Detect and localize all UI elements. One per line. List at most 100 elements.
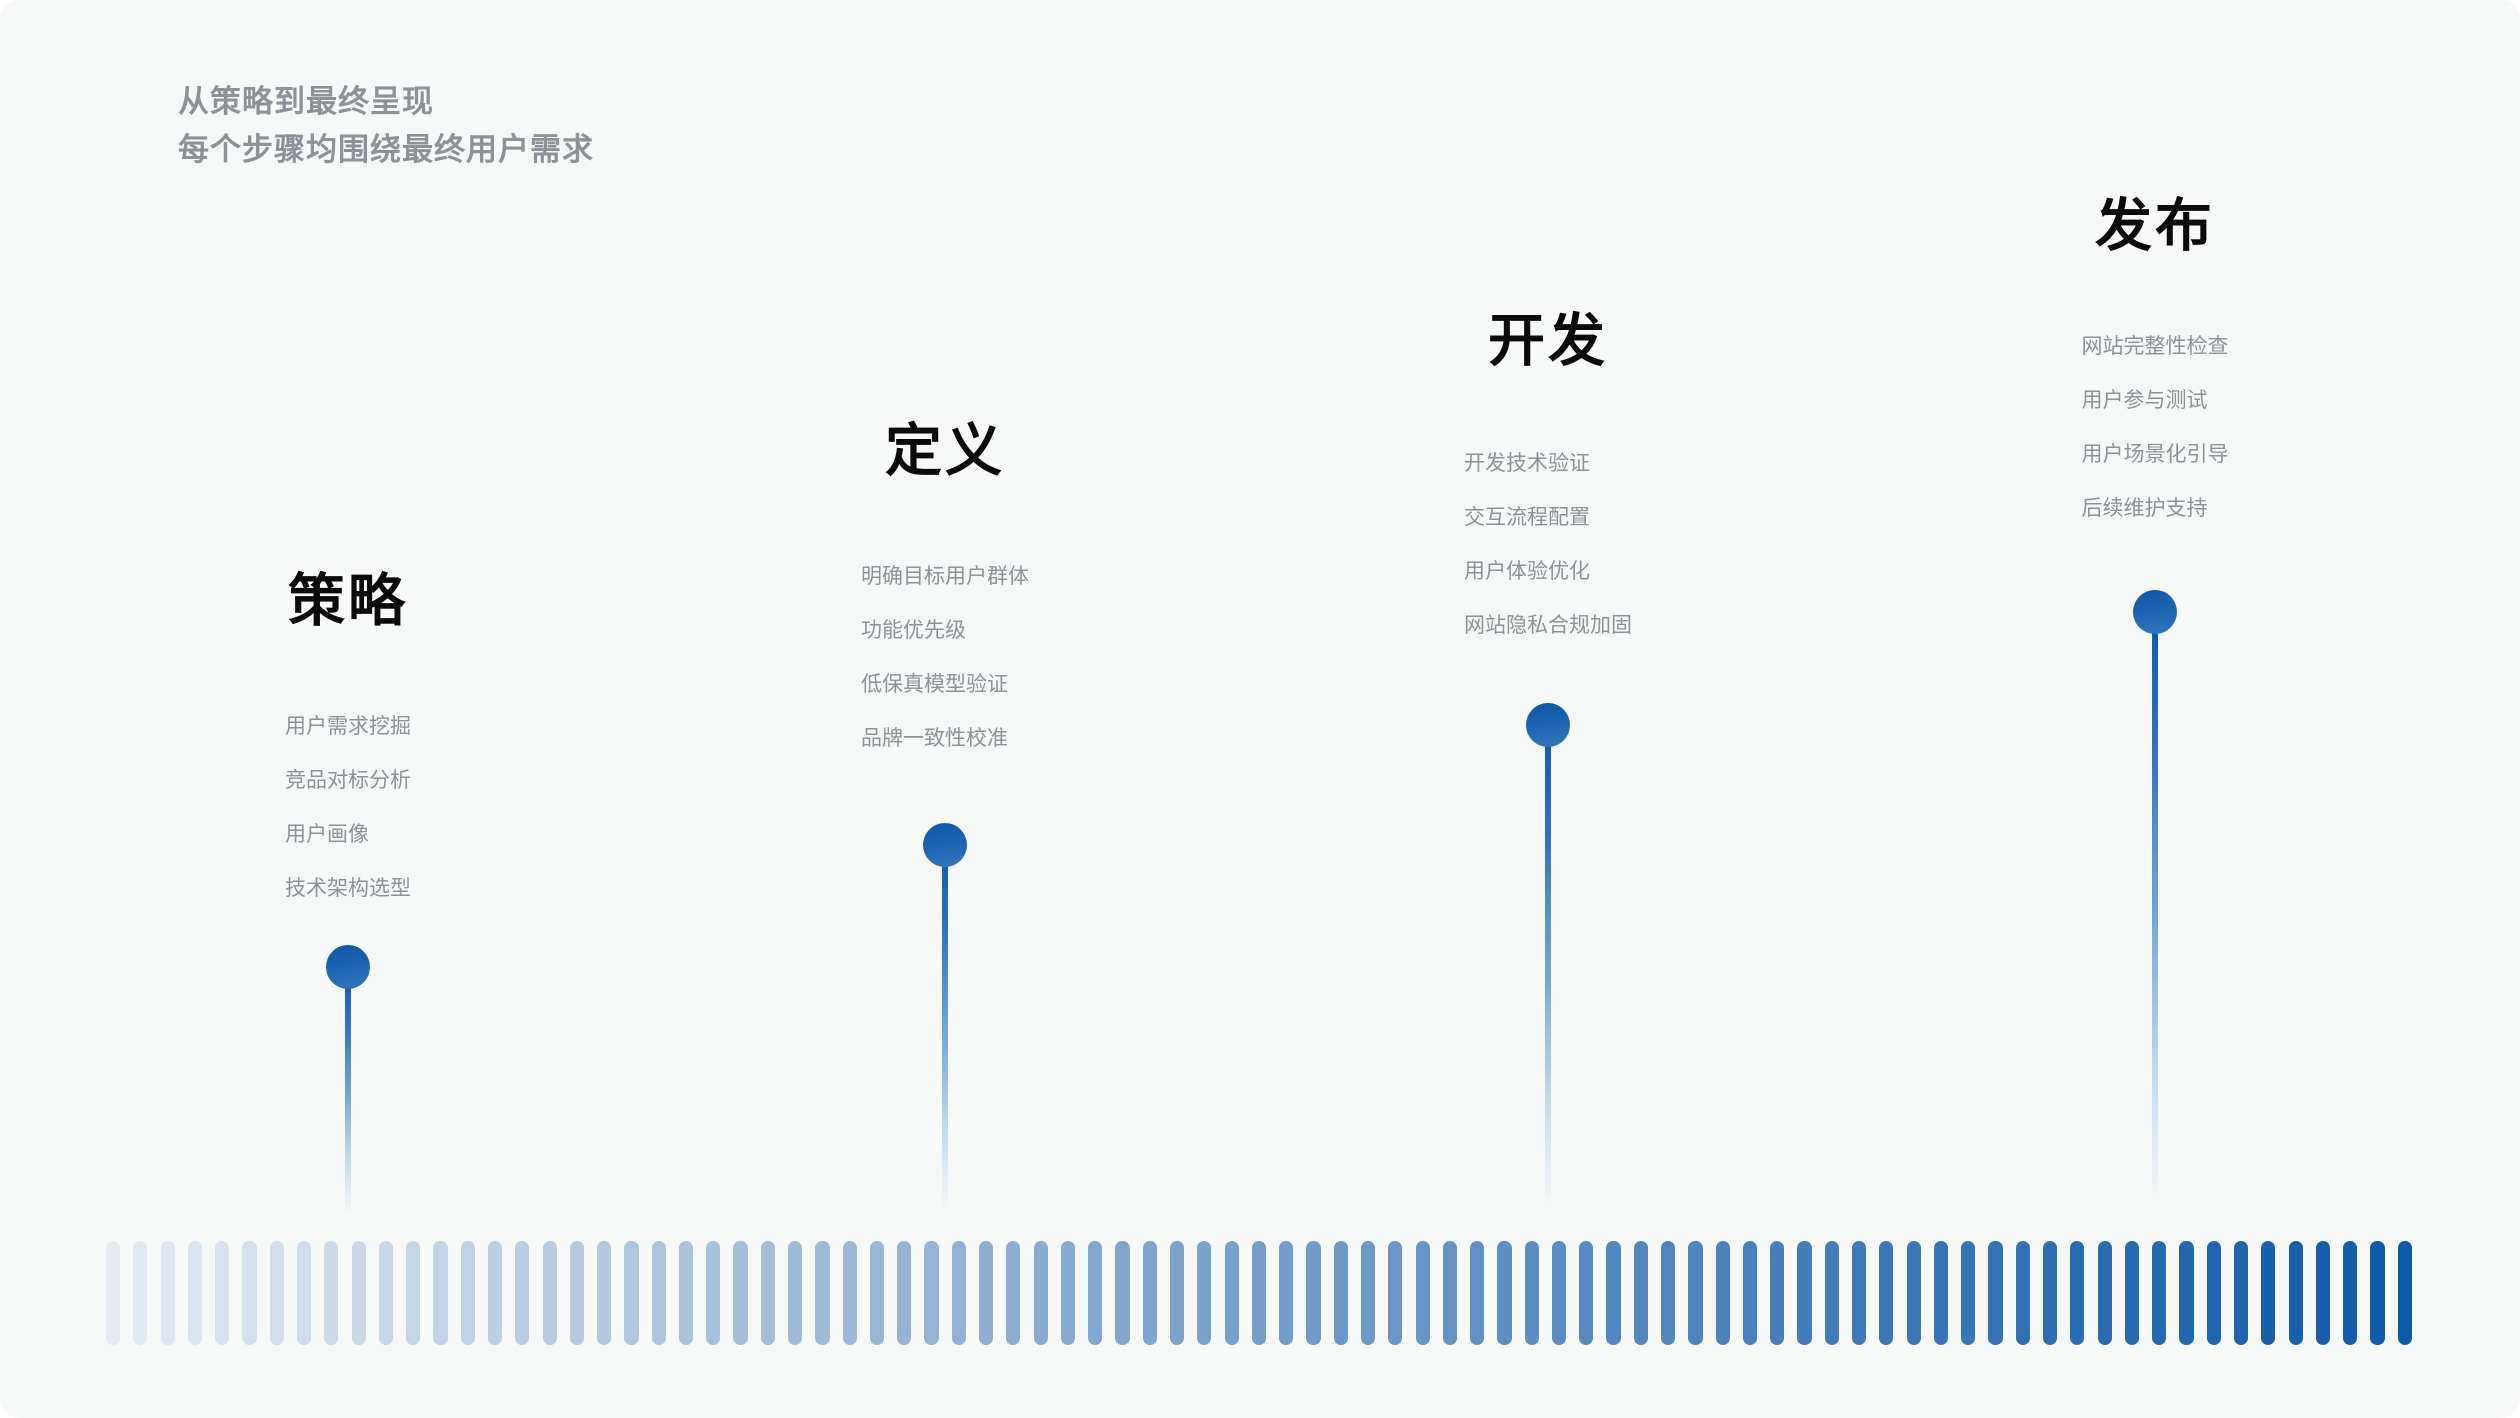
gradient-bar [215,1241,230,1345]
stage-item: 用户参与测试 [2081,389,2208,412]
stage-item: 用户体验优化 [1464,560,1590,583]
gradient-bar [2015,1241,2030,1345]
gradient-bar [1524,1241,1539,1345]
gradient-bar [951,1241,966,1345]
gradient-bar [2315,1241,2330,1345]
stage-stem [2152,612,2158,1221]
gradient-bar [1906,1241,1921,1345]
gradient-bar [1933,1241,1949,1345]
stage-marker-dot[interactable] [326,945,370,989]
gradient-bar [678,1241,694,1345]
gradient-bar [1579,1241,1594,1345]
gradient-bar [1115,1241,1130,1345]
stage-item: 后续维护支持 [2081,497,2208,520]
stage-item: 用户画像 [285,823,369,846]
gradient-bar [269,1241,284,1345]
gradient-bar [815,1241,830,1345]
gradient-bar [378,1241,393,1345]
heading-line-1: 从策略到最终呈现 [178,84,434,119]
gradient-bar [1333,1241,1348,1345]
gradient-bar [487,1241,503,1345]
gradient-bar [2370,1241,2385,1345]
gradient-bar [460,1241,475,1345]
gradient-bar [706,1241,721,1345]
gradient-bar [1388,1241,1403,1345]
gradient-bar [1961,1241,1976,1345]
gradient-bar [1742,1241,1758,1345]
stage-item-list: 明确目标用户群体功能优先级低保真模型验证品牌一致性校准 [861,550,1029,766]
gradient-bar [1988,1241,2003,1345]
gradient-bar [2070,1241,2085,1345]
gradient-bar [1306,1241,1321,1345]
stage-item: 技术架构选型 [285,877,411,900]
gradient-bar [569,1241,584,1345]
stage-item: 低保真模型验证 [861,673,1008,696]
stage-item-list: 用户需求挖掘竞品对标分析用户画像技术架构选型 [285,700,411,916]
gradient-bar [2343,1241,2358,1345]
gradient-bar [1279,1241,1294,1345]
gradient-bar [1824,1241,1839,1345]
gradient-bar [515,1241,530,1345]
gradient-bar [1470,1241,1485,1345]
gradient-bar [1415,1241,1430,1345]
gradient-bar [242,1241,257,1345]
gradient-bar [1360,1241,1376,1345]
heading-block: 从策略到最终呈现 每个步骤均围绕最终用户需求 [178,78,594,174]
gradient-bar [788,1241,803,1345]
gradient-bar [2097,1241,2112,1345]
gradient-bar [1879,1241,1894,1345]
gradient-bar [651,1241,666,1345]
gradient-bar [1169,1241,1185,1345]
stage-marker-dot[interactable] [923,823,967,867]
gradient-bar [1088,1241,1103,1345]
gradient-bar [1551,1241,1567,1345]
stage-marker-dot[interactable] [1526,703,1570,747]
gradient-bar [1852,1241,1867,1345]
gradient-bar [1688,1241,1703,1345]
gradient-bar [1224,1241,1239,1345]
gradient-bar [842,1241,857,1345]
stage-title: 策略 [288,569,408,633]
stage-title: 定义 [885,419,1005,483]
heading-line-2: 每个步骤均围绕最终用户需求 [178,132,594,168]
gradient-bar [979,1241,994,1345]
gradient-bar [1197,1241,1212,1345]
gradient-bar [1633,1241,1648,1345]
stage-item: 网站完整性检查 [2081,335,2229,358]
stage-item: 功能优先级 [861,619,966,642]
stage-stem [942,845,948,1221]
stage-item: 竞品对标分析 [285,769,411,792]
gradient-bar [106,1241,121,1345]
stage-item: 网站隐私合规加固 [1464,614,1632,637]
stage-item-list: 网站完整性检查用户参与测试用户场景化引导后续维护支持 [2082,320,2229,536]
gradient-bar [869,1241,885,1345]
gradient-bar [1797,1241,1812,1345]
gradient-bar [1033,1241,1048,1345]
stage-item: 用户场景化引导 [2081,443,2229,466]
gradient-bar [760,1241,775,1345]
gradient-bar [1006,1241,1021,1345]
gradient-bar [133,1241,148,1345]
gradient-bar [733,1241,748,1345]
stage-item-list: 开发技术验证交互流程配置用户体验优化网站隐私合规加固 [1464,437,1632,653]
stage-stem [345,967,351,1221]
stage-item: 交互流程配置 [1464,506,1590,529]
stage-title: 开发 [1488,309,1608,373]
gradient-bar [324,1241,339,1345]
gradient-bar [624,1241,639,1345]
gradient-bar [2233,1241,2249,1345]
gradient-bar [187,1241,203,1345]
gradient-bar [1251,1241,1266,1345]
gradient-bar [1060,1241,1076,1345]
gradient-bar [597,1241,612,1345]
gradient-bar [160,1241,175,1345]
gradient-bar [924,1241,939,1345]
stage-marker-dot[interactable] [2133,590,2177,634]
gradient-bar [1715,1241,1730,1345]
gradient-bar [1497,1241,1512,1345]
gradient-bar [2288,1241,2303,1345]
stage-item: 开发技术验证 [1464,452,1590,475]
gradient-bar [897,1241,912,1345]
gradient-bar [2206,1241,2221,1345]
